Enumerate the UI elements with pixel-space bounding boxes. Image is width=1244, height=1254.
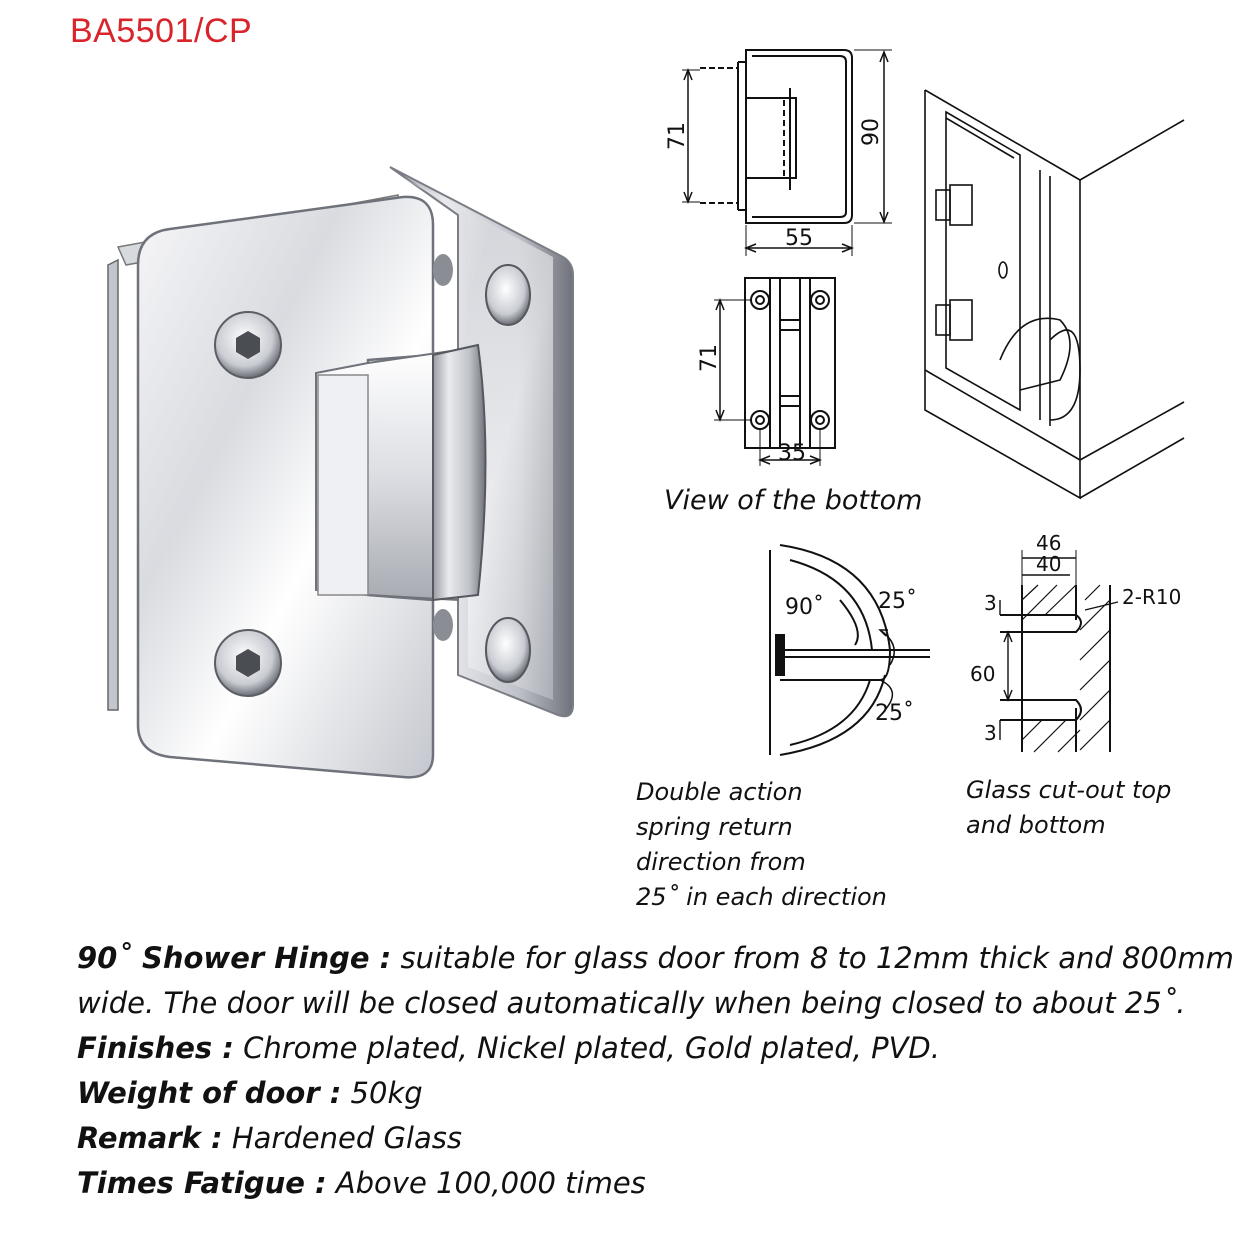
spec-remark-label: Remark : <box>77 1121 223 1155</box>
spec-weight: Weight of door : 50kg <box>77 1071 1242 1116</box>
double-action-drawing <box>769 544 930 756</box>
dim-3-top: 3 <box>984 591 997 615</box>
spec-finishes-label: Finishes : <box>77 1031 234 1065</box>
caption-line: spring return <box>636 813 793 841</box>
dim-3-bottom: 3 <box>984 721 997 745</box>
spec-title-label: 90˚ Shower Hinge : <box>77 941 392 975</box>
dim-71-top: 71 <box>665 122 690 150</box>
angle-25-bottom: 25˚ <box>875 701 914 726</box>
caption-line: and bottom <box>966 811 1106 839</box>
caption-double-action: Double action spring return direction fr… <box>636 775 887 915</box>
front-view-drawing <box>682 49 892 256</box>
dim-35: 35 <box>778 441 806 466</box>
spec-finishes-value: Chrome plated, Nickel plated, Gold plate… <box>233 1031 940 1065</box>
spec-title-line-2: wide. The door will be closed automatica… <box>77 986 1186 1020</box>
angle-25-top: 25˚ <box>878 589 917 614</box>
dim-60: 60 <box>970 662 995 686</box>
dim-40: 40 <box>1036 552 1061 576</box>
specifications: 90˚ Shower Hinge : suitable for glass do… <box>77 936 1242 1206</box>
dim-90: 90 <box>859 118 884 146</box>
technical-drawings: 71 90 55 71 35 <box>665 49 1185 756</box>
dim-46: 46 <box>1036 531 1061 555</box>
caption-line: direction from <box>636 848 806 876</box>
caption-glass-cutout: Glass cut-out top and bottom <box>966 773 1171 843</box>
spec-weight-value: 50kg <box>341 1076 423 1110</box>
angle-90: 90˚ <box>785 595 824 620</box>
spec-remark: Remark : Hardened Glass <box>77 1116 1242 1161</box>
caption-line: Glass cut-out top <box>966 776 1172 804</box>
spec-remark-value: Hardened Glass <box>222 1121 462 1155</box>
spec-weight-label: Weight of door : <box>77 1076 342 1110</box>
caption-line: Double action <box>636 778 803 806</box>
dim-2-r10: 2-R10 <box>1122 585 1181 609</box>
spec-fatigue: Times Fatigue : Above 100,000 times <box>77 1161 1242 1206</box>
installation-isometric-drawing <box>924 89 1185 500</box>
dim-55: 55 <box>785 226 813 251</box>
spec-title-value: suitable for glass door from 8 to 12mm t… <box>391 941 1234 975</box>
product-code: BA5501/CP <box>70 12 253 50</box>
spec-fatigue-label: Times Fatigue : <box>77 1166 327 1200</box>
caption-bottom-view: View of the bottom <box>664 485 923 516</box>
hinge-photo <box>107 166 574 779</box>
glass-cutout-drawing <box>999 550 1119 753</box>
spec-finishes: Finishes : Chrome plated, Nickel plated,… <box>77 1026 1242 1071</box>
bottom-view-drawing <box>714 277 836 466</box>
spec-fatigue-value: Above 100,000 times <box>326 1166 646 1200</box>
dim-71-bottom: 71 <box>697 344 722 372</box>
caption-line: 25˚ in each direction <box>636 883 887 911</box>
spec-title-line: 90˚ Shower Hinge : suitable for glass do… <box>77 936 1242 981</box>
